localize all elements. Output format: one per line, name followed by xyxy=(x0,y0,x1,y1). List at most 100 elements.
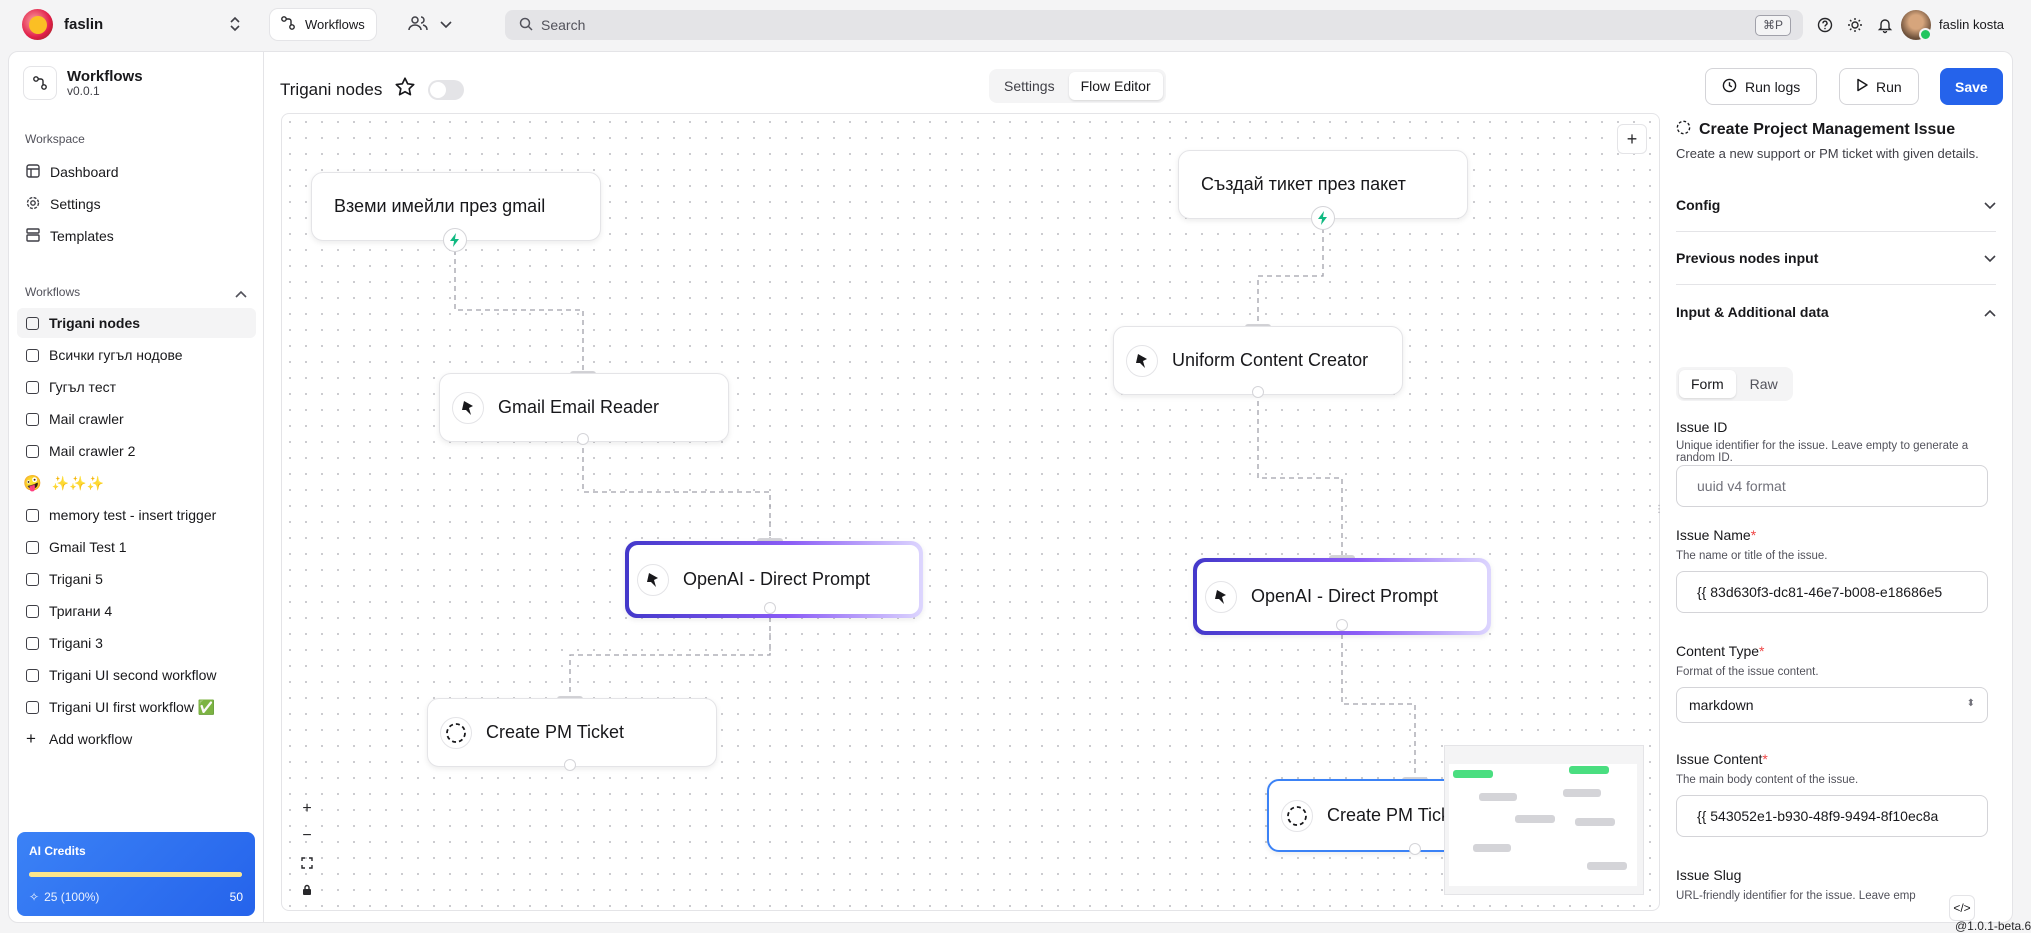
edge xyxy=(569,608,771,698)
issue-content-input[interactable]: {{ 543052e1-b930-48f9-9494-8f10ec8a xyxy=(1676,795,1988,837)
workflow-square-icon xyxy=(26,380,39,394)
ai-credits-card: AI Credits ✧25 (100%) 50 xyxy=(17,832,255,916)
ai-credits-total: 50 xyxy=(229,890,243,904)
workflow-label: Trigani UI first workflow ✅ xyxy=(49,698,216,715)
sidebar-workflow-item[interactable]: Всички гугъл нодове xyxy=(17,340,256,370)
org-avatar[interactable] xyxy=(22,9,53,40)
sidebar-workflow-item[interactable]: Trigani UI first workflow ✅ xyxy=(17,692,256,722)
sidebar-workflow-item[interactable]: 🤪✨✨✨ xyxy=(17,468,256,498)
tab-workflows[interactable]: Workflows xyxy=(270,9,376,40)
lock-icon[interactable] xyxy=(296,879,318,901)
chevron-up-down-icon[interactable] xyxy=(228,14,246,34)
bell-icon[interactable] xyxy=(1876,13,1894,37)
org-name[interactable]: faslin xyxy=(64,16,104,33)
tab-flow-editor[interactable]: Flow Editor xyxy=(1068,72,1163,100)
top-bar: faslin Workflows Search ⌘P faslin kosta xyxy=(0,0,2026,50)
workflow-label: Trigani 5 xyxy=(49,571,103,587)
issue-id-input[interactable]: uuid v4 format xyxy=(1676,465,1988,507)
workflow-label: Тригани 4 xyxy=(49,603,113,619)
add-workflow-button[interactable]: +Add workflow xyxy=(17,724,256,754)
run-button[interactable]: Run xyxy=(1839,68,1919,105)
workflows-label: Workflows xyxy=(25,285,81,299)
sidebar-item-templates[interactable]: Templates xyxy=(17,221,256,251)
sidebar-workflow-item[interactable]: Trigani 5 xyxy=(17,564,256,594)
zoom-out-icon[interactable]: − xyxy=(302,827,312,844)
ai-credits-progress xyxy=(29,872,242,877)
content-type-label: Content Type* xyxy=(1676,643,1764,659)
sidebar-workflow-item[interactable]: Trigani UI second workflow xyxy=(17,660,256,690)
lightning-icon xyxy=(443,228,467,252)
edge xyxy=(1257,392,1343,558)
content-type-select[interactable]: markdown ⬍ xyxy=(1676,687,1988,723)
flow-canvas[interactable]: Вземи имейли през gmail Създай тикет пре… xyxy=(281,113,1660,911)
dashed-circle-icon xyxy=(440,716,472,749)
workflow-title[interactable]: Trigani nodes xyxy=(280,79,383,99)
sidebar-item-dashboard[interactable]: Dashboard xyxy=(17,157,256,187)
tab-users[interactable] xyxy=(408,12,460,38)
chevron-up-icon[interactable] xyxy=(235,285,247,303)
save-button[interactable]: Save xyxy=(1940,68,2003,105)
output-handle[interactable] xyxy=(1409,843,1421,855)
code-view-icon[interactable]: </> xyxy=(1949,895,1975,921)
search-input[interactable]: Search ⌘P xyxy=(505,10,1803,40)
fit-view-icon[interactable] xyxy=(296,852,318,874)
ai-node[interactable]: OpenAI - Direct Prompt xyxy=(625,541,923,618)
run-label: Run xyxy=(1876,78,1902,95)
sidebar-workflow-item[interactable]: Mail crawler 2 xyxy=(17,436,256,466)
edge xyxy=(1257,201,1324,326)
workflow-label: Trigani 3 xyxy=(49,635,103,651)
accordion-config[interactable]: Config xyxy=(1676,179,1996,232)
action-node[interactable]: Create PM Ticket xyxy=(427,698,717,767)
bird-icon xyxy=(637,563,669,596)
user-name[interactable]: faslin kosta xyxy=(1939,17,2005,32)
output-handle[interactable] xyxy=(764,602,776,614)
sidebar-workflow-item[interactable]: Trigani nodes xyxy=(17,308,256,338)
chevron-up-icon xyxy=(1984,304,1996,320)
node-title: Създай тикет през пакет xyxy=(1201,174,1406,194)
output-handle[interactable] xyxy=(564,759,576,771)
minimap-node xyxy=(1479,793,1517,801)
issue-name-help: The name or title of the issue. xyxy=(1676,550,1828,562)
issue-name-label: Issue Name* xyxy=(1676,527,1756,543)
chevron-down-icon xyxy=(440,16,452,34)
help-icon[interactable] xyxy=(1816,13,1834,37)
tab-settings[interactable]: Settings xyxy=(1004,78,1055,94)
output-handle[interactable] xyxy=(577,433,589,445)
output-handle[interactable] xyxy=(1252,386,1264,398)
output-handle[interactable] xyxy=(1336,619,1348,631)
action-node[interactable]: Uniform Content Creator xyxy=(1113,326,1403,395)
issue-slug-help: URL-friendly identifier for the issue. L… xyxy=(1676,890,1916,902)
tab-raw[interactable]: Raw xyxy=(1749,376,1778,392)
sidebar-workflow-item[interactable]: Тригани 4 xyxy=(17,596,256,626)
chevron-up-down-icon: ⬍ xyxy=(1966,698,1975,709)
accordion-previous-nodes-input[interactable]: Previous nodes input xyxy=(1676,232,1996,285)
add-node-button[interactable]: + xyxy=(1617,124,1647,154)
panel-resize-handle[interactable]: ⋮ xyxy=(1654,504,1664,515)
sidebar-workflow-item[interactable]: Gmail Test 1 xyxy=(17,532,256,562)
user-avatar[interactable] xyxy=(1901,10,1932,41)
sidebar-version: v0.0.1 xyxy=(67,83,100,98)
minimap[interactable] xyxy=(1444,745,1644,895)
workflow-square-icon xyxy=(26,668,39,682)
sidebar-workflow-item[interactable]: Mail crawler xyxy=(17,404,256,434)
sun-icon[interactable] xyxy=(1846,13,1864,37)
sidebar-workflow-item[interactable]: memory test - insert trigger xyxy=(17,500,256,530)
minimap-node xyxy=(1587,862,1627,870)
minimap-node xyxy=(1569,766,1609,774)
sidebar-item-settings[interactable]: Settings xyxy=(17,189,256,219)
sidebar-workflow-item[interactable]: Гугъл тест xyxy=(17,372,256,402)
select-value: markdown xyxy=(1689,697,1754,713)
main-area: Trigani nodes Settings Flow Editor Run l… xyxy=(264,51,2013,923)
issue-name-input[interactable]: {{ 83d630f3-dc81-46e7-b008-e18686e5 xyxy=(1676,571,1988,613)
run-logs-button[interactable]: Run logs xyxy=(1705,68,1818,105)
star-icon[interactable] xyxy=(394,76,416,103)
accordion-input-additional-data[interactable]: Input & Additional data xyxy=(1676,285,1996,338)
tab-form[interactable]: Form xyxy=(1679,370,1736,398)
workflow-active-toggle[interactable] xyxy=(428,79,465,100)
workflow-logo-icon xyxy=(23,66,57,100)
users-icon xyxy=(408,14,428,37)
action-node[interactable]: Gmail Email Reader xyxy=(439,373,729,442)
sidebar-workflow-item[interactable]: Trigani 3 xyxy=(17,628,256,658)
workflow-square-icon xyxy=(26,636,39,650)
zoom-in-icon[interactable]: + xyxy=(302,800,312,817)
